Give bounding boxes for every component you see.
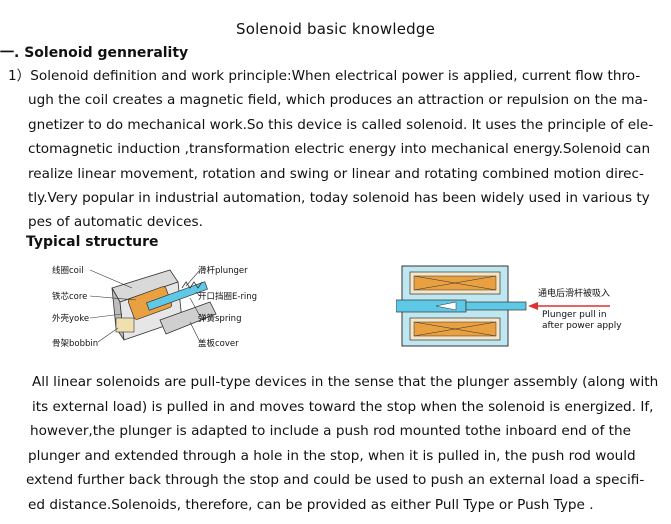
pull-line: however,the plunger is adapted to includ… xyxy=(30,423,631,440)
solenoid-cross-section-illustration xyxy=(396,265,610,347)
pull-label-cn: 通电后滑杆被吸入 xyxy=(538,289,611,299)
label-bobbin: 骨架bobbin xyxy=(52,339,99,349)
pull-line: ed distance.Solenoids, therefore, can be… xyxy=(28,496,594,513)
solenoid-exploded-illustration xyxy=(89,269,217,343)
definition-line: gnetizer to do mechanical work.So this d… xyxy=(28,116,654,133)
label-spring: 弹簧spring xyxy=(198,314,242,324)
section-heading: 一. Solenoid gennerality xyxy=(0,45,189,61)
definition-line: realize linear movement, rotation and sw… xyxy=(28,165,644,182)
pull-line: All linear solenoids are pull-type devic… xyxy=(32,374,659,390)
label-coil: 线圈coil xyxy=(52,266,84,276)
definition-line: tly.Very popular in industrial automatio… xyxy=(28,190,650,207)
label-core: 铁芯core xyxy=(52,292,88,302)
pull-label-en-1: Plunger pull in xyxy=(542,310,607,320)
definition-line: ugh the coil creates a magnetic field, w… xyxy=(28,92,648,109)
pull-type-paragraph: All linear solenoids are pull-type devic… xyxy=(26,370,658,518)
label-yoke: 外壳yoke xyxy=(52,314,90,324)
definition-line: pes of automatic devices. xyxy=(28,214,203,231)
label-plunger: 滑杆plunger xyxy=(198,266,248,276)
definition-paragraph: 1）Solenoid definition and work principle… xyxy=(8,64,653,235)
cross-section-diagram: 通电后滑杆被吸入 Plunger pull in after power app… xyxy=(396,262,636,352)
pull-line: its external load) is pulled in and move… xyxy=(32,398,654,415)
definition-line: 1）Solenoid definition and work principle… xyxy=(8,68,641,84)
structure-heading: Typical structure xyxy=(26,234,159,250)
page-title: Solenoid basic knowledge xyxy=(235,20,436,38)
definition-line: ctomagnetic induction ,transformation el… xyxy=(28,141,651,158)
pull-label-en-2: after power apply xyxy=(542,321,622,331)
label-cover: 盖板cover xyxy=(198,339,239,349)
label-ering: 开口挡圈E-ring xyxy=(198,292,258,302)
pull-line: extend further back through the stop and… xyxy=(26,472,645,489)
pull-line: plunger and extended through a hole in t… xyxy=(28,447,636,464)
structure-diagram: 线圈coil 铁芯core 外壳yoke 骨架bobbin 滑杆plunger … xyxy=(50,258,270,358)
